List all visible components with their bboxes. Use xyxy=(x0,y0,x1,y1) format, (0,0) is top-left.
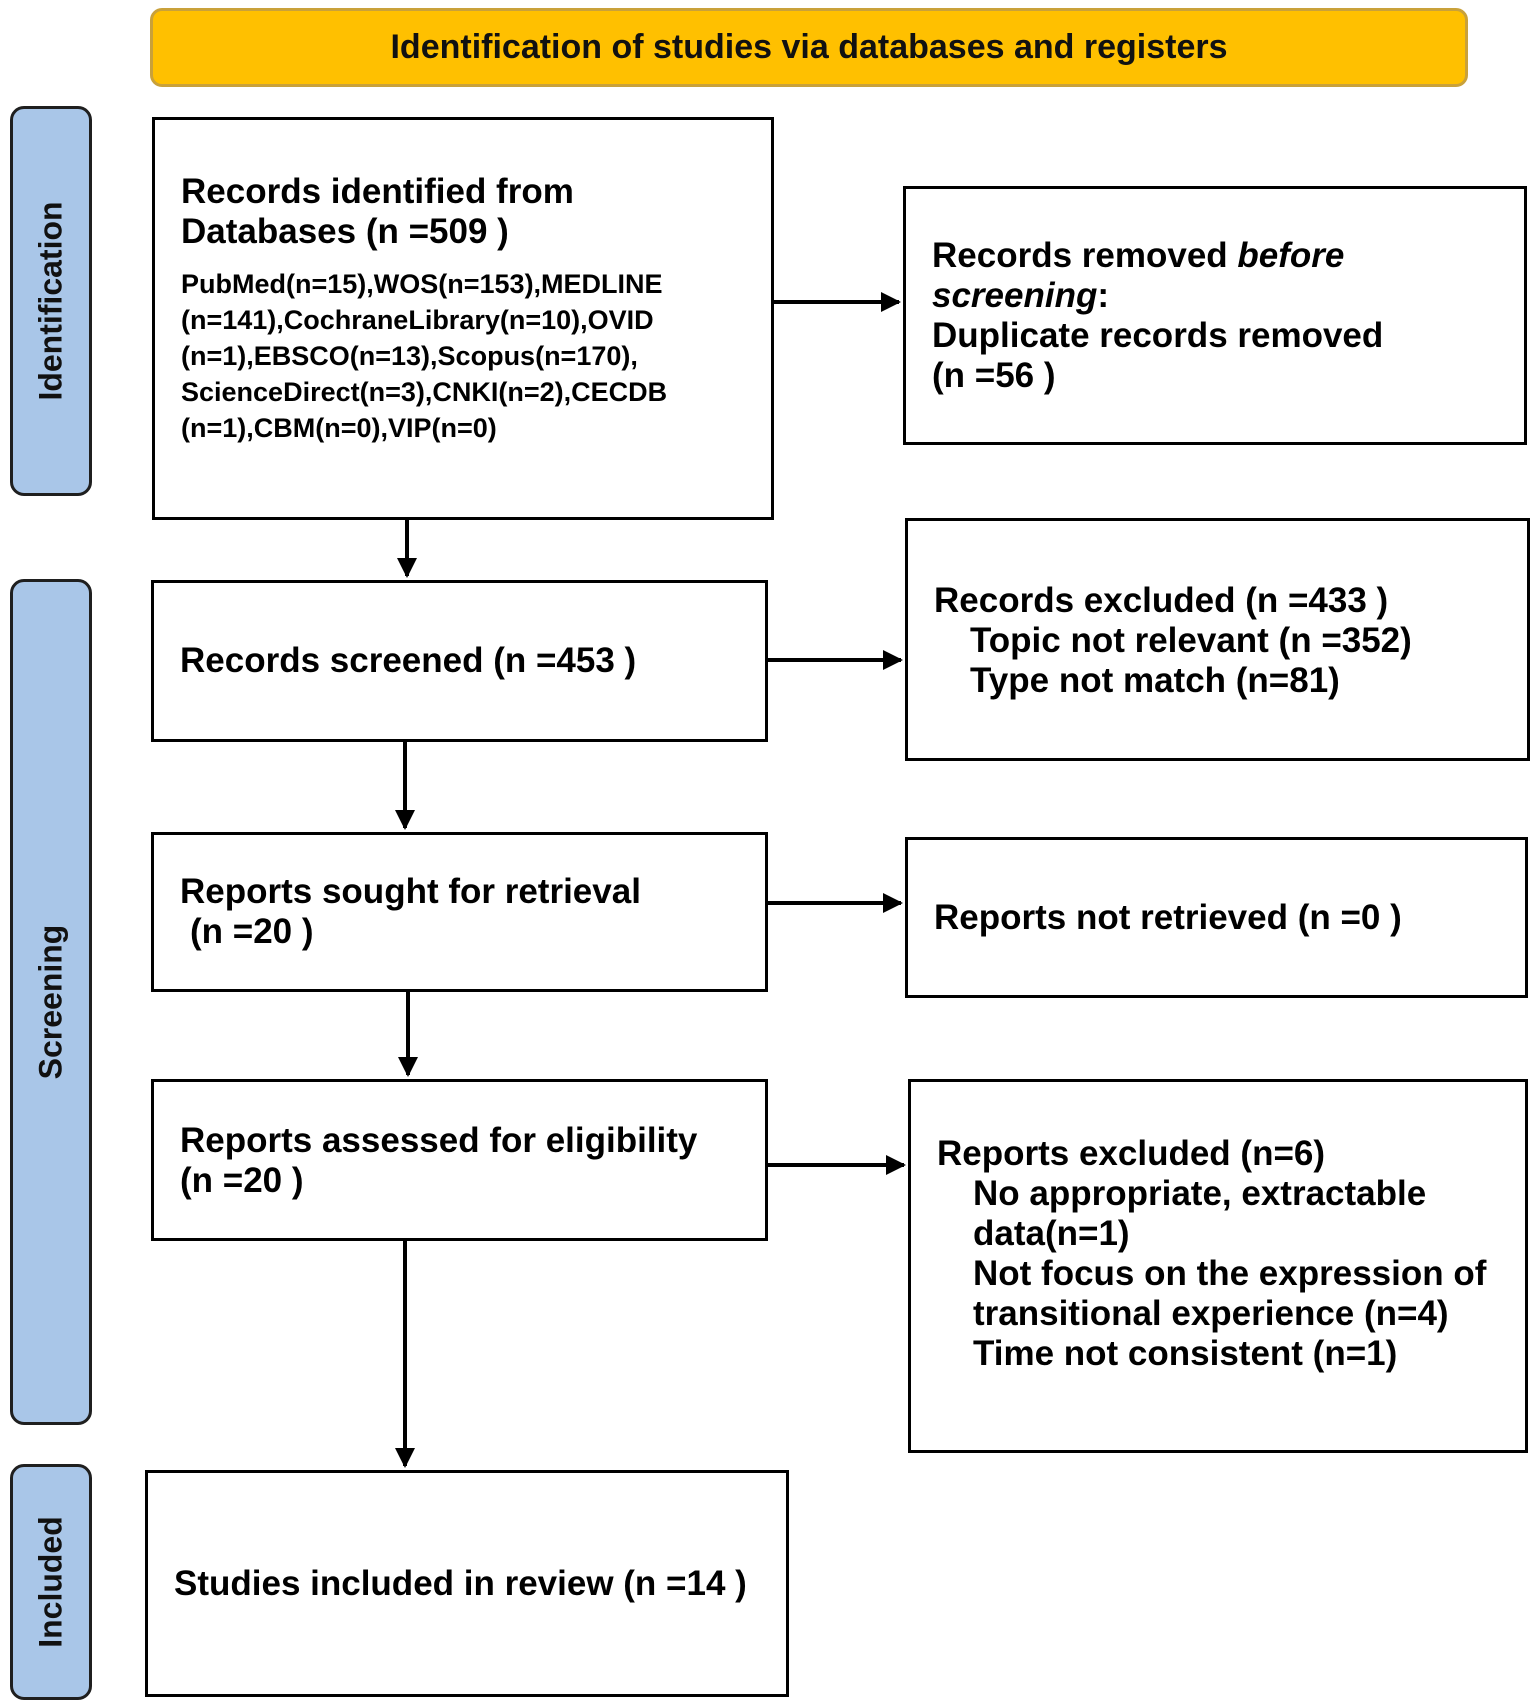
reports-excluded-title: Reports excluded (n=6) xyxy=(937,1134,1326,1173)
database-sources-list: PubMed(n=15),WOS(n=153),MEDLINE (n=141),… xyxy=(181,266,745,446)
database-source-line: ScienceDirect(n=3),CNKI(n=2),CECDB xyxy=(181,377,668,407)
records-excluded-reason: Type not match (n=81) xyxy=(970,661,1340,700)
database-source-line: (n=1),CBM(n=0),VIP(n=0) xyxy=(181,413,497,443)
records-excluded-reason: Topic not relevant (n =352) xyxy=(970,621,1412,660)
records-removed-line3: Duplicate records removed xyxy=(932,315,1384,355)
records-identified-box: Records identified from Databases (n =50… xyxy=(152,117,774,520)
reports-excluded-reason: Time not consistent (n=1) xyxy=(973,1334,1398,1373)
screening-emphasis: screening xyxy=(932,275,1098,315)
reports-assessed-line2: (n =20 ) xyxy=(180,1161,304,1200)
records-removed-line4: (n =56 ) xyxy=(932,355,1056,395)
records-removed-box: Records removed before screening: Duplic… xyxy=(903,186,1527,445)
reports-excluded-box: Reports excluded (n=6) No appropriate, e… xyxy=(908,1079,1528,1453)
reports-sought-line2: (n =20 ) xyxy=(190,912,314,951)
database-source-line: (n=1),EBSCO(n=13),Scopus(n=170), xyxy=(181,341,638,371)
reports-sought-box: Reports sought for retrieval (n =20 ) xyxy=(151,832,768,992)
reports-sought-line1: Reports sought for retrieval xyxy=(180,872,641,911)
reports-not-retrieved-box: Reports not retrieved (n =0 ) xyxy=(905,837,1528,998)
records-identified-line1: Records identified from xyxy=(181,172,574,211)
records-identified-line2: Databases (n =509 ) xyxy=(181,212,509,251)
reports-excluded-reason: transitional experience (n=4) xyxy=(973,1294,1449,1333)
database-source-line: PubMed(n=15),WOS(n=153),MEDLINE xyxy=(181,269,663,299)
phase-screening-bar: Screening xyxy=(10,579,92,1425)
phase-identification-bar: Identification xyxy=(10,106,92,496)
records-removed-line2: screening: xyxy=(932,275,1110,315)
phase-included-bar: Included xyxy=(10,1464,92,1700)
records-excluded-title: Records excluded (n =433 ) xyxy=(934,581,1389,620)
records-screened-box: Records screened (n =453 ) xyxy=(151,580,768,742)
reports-assessed-box: Reports assessed for eligibility (n =20 … xyxy=(151,1079,768,1241)
records-removed-line1: Records removed before xyxy=(932,235,1345,275)
records-excluded-box: Records excluded (n =433 ) Topic not rel… xyxy=(905,518,1530,761)
reports-assessed-line1: Reports assessed for eligibility xyxy=(180,1121,698,1160)
reports-excluded-reason: No appropriate, extractable xyxy=(973,1174,1427,1213)
reports-excluded-reason: Not focus on the expression of xyxy=(973,1254,1487,1293)
reports-not-retrieved-text: Reports not retrieved (n =0 ) xyxy=(934,897,1402,937)
records-screened-text: Records screened (n =453 ) xyxy=(180,641,637,680)
database-source-line: (n=141),CochraneLibrary(n=10),OVID xyxy=(181,305,654,335)
before-emphasis: before xyxy=(1237,235,1345,275)
reports-excluded-reason: data(n=1) xyxy=(973,1214,1130,1253)
studies-included-text: Studies included in review (n =14 ) xyxy=(174,1563,747,1603)
banner-identification-header: Identification of studies via databases … xyxy=(150,8,1468,87)
studies-included-box: Studies included in review (n =14 ) xyxy=(145,1470,789,1697)
